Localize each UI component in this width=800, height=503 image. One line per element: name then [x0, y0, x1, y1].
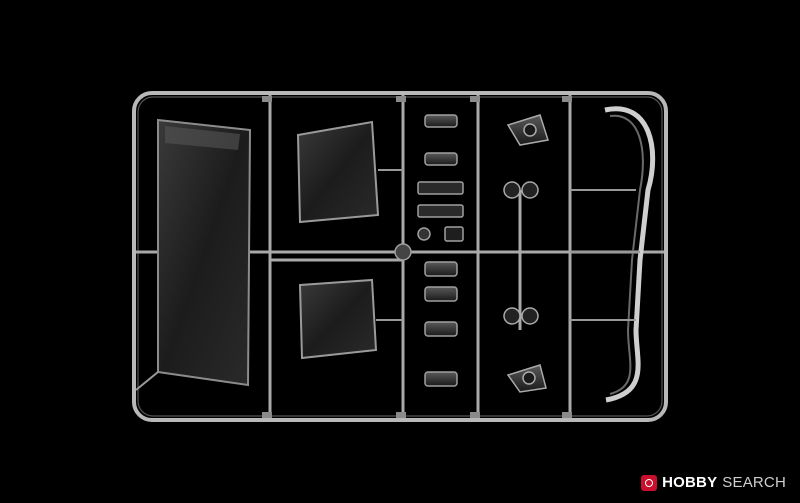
- door-glass-lower: [298, 278, 403, 360]
- watermark-brand-b: SEARCH: [722, 474, 786, 491]
- door-glass-upper: [296, 120, 403, 224]
- hobby-search-watermark: HOBBY SEARCH: [641, 474, 786, 491]
- hobby-search-logo-icon: [641, 474, 658, 491]
- watermark-brand-a: HOBBY: [662, 474, 718, 491]
- gate-tabs: [262, 96, 572, 418]
- curved-visor-part: [570, 106, 656, 403]
- light-lens-parts: [394, 114, 464, 387]
- side-window-part: [135, 118, 252, 391]
- mirror-parts: [503, 114, 549, 393]
